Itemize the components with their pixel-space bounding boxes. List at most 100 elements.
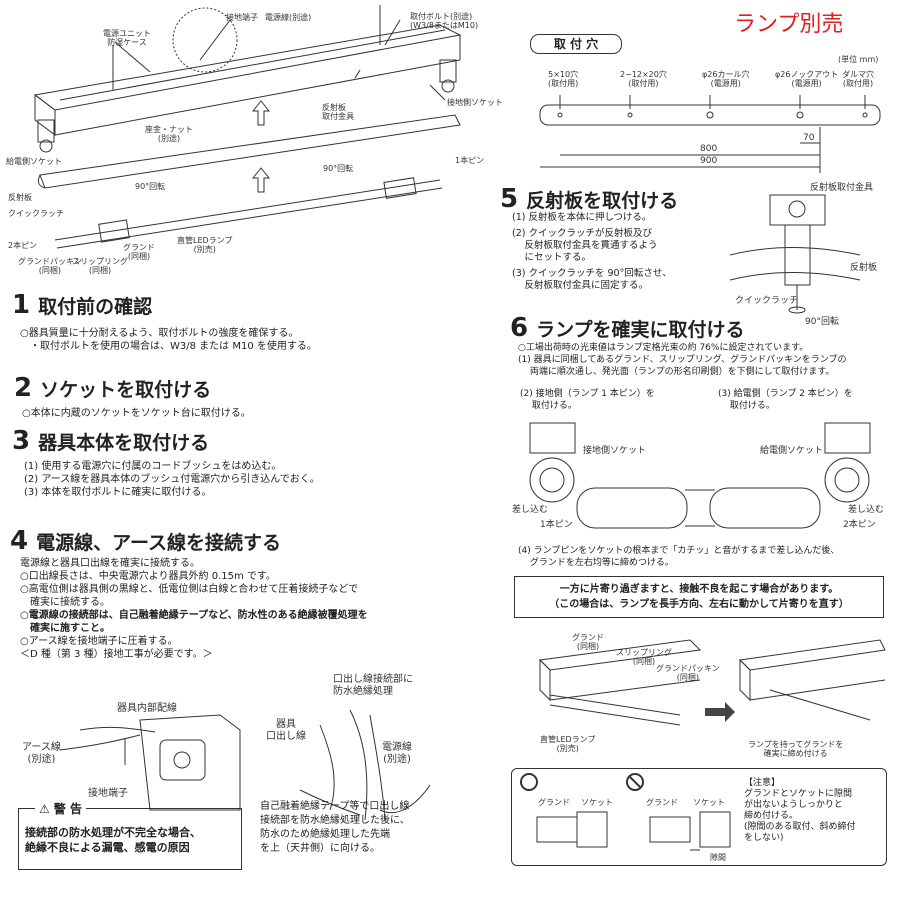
label-quick-latch: クイックラッチ (8, 209, 64, 218)
note-line: 自己融着絶縁テープ等で口出し線 (260, 801, 410, 812)
section-4-note: 自己融着絶縁テープ等で口出し線 接続部を防水絶縁処理した後に、 防水のため絶縁処… (260, 800, 410, 856)
section-1-body: ○器具質量に十分耐えるよう、取付ボルトの強度を確保する。 ・取付ボルトを使用の場… (20, 327, 317, 353)
section-4-body: 電源線と器具口出線を確実に接続する。 ○口出線長さは、中央電源穴より器具外約 0… (20, 557, 368, 661)
label-two-pin: 2本ピン (8, 241, 38, 250)
section-5-title: 反射板を取付ける (526, 190, 679, 212)
section-1-heading: 1 取付前の確認 (12, 290, 152, 320)
hole-label-5: ダルマ穴 (取付用) (842, 70, 874, 88)
section-2-body: ○本体に内蔵のソケットをソケット台に取付ける。 (22, 407, 251, 420)
section-6-step4: (4) ランプピンをソケットの根本まで「カチッ」と音がするまで差し込んだ後、 グ… (518, 545, 839, 569)
gap-label: 隙間 (710, 853, 726, 862)
label-ground-terminal-2: 接地端子 (88, 788, 128, 799)
label-one-pin: 1本ピン (455, 156, 485, 165)
section-6-col-a: (2) 接地側（ランプ 1 本ピン）を 取付ける。 (520, 389, 655, 411)
label-hold-text: ランプを持ってグランドを 確実に締め付ける (748, 740, 844, 758)
note-line: (隙間のある取付、斜め締付 (744, 822, 856, 832)
ok-label-grand: グランド (538, 798, 570, 807)
label-lead-wire: 器具 口出し線 (266, 719, 306, 742)
note-line: 防水のため絶縁処理した先端 (260, 829, 390, 840)
section-3-number: 3 (12, 426, 31, 456)
label-two-pin-2: 2本ピン (843, 520, 876, 530)
label-reflector-bracket-2: 反射板取付金具 (810, 183, 874, 193)
warning-heading: ⚠ 警 告 (35, 800, 86, 817)
dim-900: 900 (700, 156, 718, 166)
caution-line: 一方に片寄り過ぎますと、接触不良を起こす場合があります。 (559, 584, 839, 595)
label-power-wire-2: 電源線 (別途) (382, 742, 412, 765)
section-4-line: ○高電位側は器具側の黒線と、低電位側は白線と合わせて圧着接続子などで (20, 584, 359, 595)
label-grand: グランド (同梱) (123, 243, 155, 261)
dim-70: 70 (803, 133, 815, 143)
label-ground-socket: 接地側ソケット (447, 98, 503, 107)
label-feed-socket-2: 給電側ソケット (760, 446, 824, 456)
label-grand-packing: グランドパッキン (同梱) (18, 257, 82, 275)
label-led-lamp-2: 直管LEDランプ (別売) (540, 735, 596, 753)
section-5-line: (2) クイックラッチが反射板及び (512, 228, 652, 239)
section-4-line: ○電源線の接続部は、自己融着絶縁テープなど、防水性のある絶縁被覆処理を (20, 610, 368, 621)
note-line: をしない) (744, 833, 784, 843)
label-quick-latch-2: クイックラッチ (735, 296, 799, 306)
hole-label-2: 2−12×20穴 (取付用) (620, 70, 667, 88)
note-title: 【注意】 (744, 778, 781, 788)
label-washer-nut: 座金・ナット (別途) (145, 125, 193, 143)
label-mount-bolt: 取付ボルト(別途) (W3/8またはM10) (410, 12, 479, 30)
warning-line: 接続部の防水処理が不完全な場合、 (25, 826, 201, 839)
section-4-number: 4 (10, 526, 29, 556)
section-5-number: 5 (500, 184, 519, 214)
label-reflector-2: 反射板 (850, 263, 878, 273)
hole-label-3: φ26カール穴 (電源用) (702, 70, 750, 88)
section-6-line: 両端に順次通し、発光面（ランプの形名印刷側）を下側にして取付けます。 (518, 367, 835, 377)
ng-label-grand: グランド (646, 798, 678, 807)
section-3-line: (1) 使用する電源穴に付属のコードブッシュをはめ込む。 (24, 461, 282, 472)
note-line: を上（天井側）に向ける。 (260, 843, 380, 854)
section-4-line: ＜D 種（第 3 種）接地工事が必要です。＞ (20, 649, 213, 660)
section-6-line: (1) 器具に同梱してあるグランド、スリップリング、グランドパッキンをランプの (518, 355, 847, 365)
section-4-heading: 4 電源線、アース線を接続する (10, 526, 281, 556)
section-5-line: (1) 反射板を本体に押しつける。 (512, 212, 652, 223)
label-grand-2: グランド (同梱) (572, 633, 604, 651)
section-1-number: 1 (12, 290, 31, 320)
label-grand-packing-2: グランドパッキン (同梱) (656, 664, 720, 682)
section-5-line: 反射板取付金具に固定する。 (512, 280, 649, 291)
section-6-col-b: (3) 給電側（ランプ 2 本ピン）を 取付ける。 (718, 389, 853, 411)
lamp-sold-separately: ランプ別売 (734, 12, 844, 37)
section-6-heading: 6 ランプを確実に取付ける (510, 313, 745, 343)
ng-label-socket: ソケット (693, 798, 725, 807)
label-ground-socket-2: 接地側ソケット (583, 446, 647, 456)
label-reflector: 反射板 (8, 193, 32, 202)
label-one-pin-2: 1本ピン (540, 520, 573, 530)
section-2-heading: 2 ソケットを取付ける (14, 373, 211, 403)
label-ground-terminal: 接地端子 (226, 13, 258, 22)
label-led-lamp: 直管LEDランプ (別売) (177, 236, 233, 254)
label-slip-ring: スリップリング (同梱) (72, 257, 128, 275)
note-text: 【注意】 グランドとソケットに隙間 が出ないようしっかりと 締め付ける。 (隙間… (744, 778, 856, 844)
note-line: 接続部を防水絶縁処理した後に、 (260, 815, 410, 826)
label-waterproof: 口出し線接続部に 防水絶縁処理 (333, 674, 413, 697)
label-inner-wiring: 器具内部配線 (117, 703, 177, 714)
label-reflector-bracket: 反射板 取付金具 (322, 103, 354, 121)
section-1-line: ○器具質量に十分耐えるよう、取付ボルトの強度を確保する。 (20, 328, 299, 339)
label-earth-wire: アース線 (別途) (22, 742, 61, 765)
warning-line: 絶縁不良による漏電、感電の原因 (25, 841, 190, 854)
section-3-heading: 3 器具本体を取付ける (12, 426, 209, 456)
section-4-title: 電源線、アース線を接続する (36, 532, 282, 554)
section-1-title: 取付前の確認 (38, 296, 153, 318)
section-5-heading: 5 反射板を取付ける (500, 184, 678, 214)
note-line: グランドとソケットに隙間 (744, 789, 853, 799)
holes-title: 取 付 穴 (530, 34, 622, 54)
section-4-line: ○アース線を接地端子に圧着する。 (20, 636, 178, 647)
label-unit-case: 電源ユニット 防湿ケース (103, 29, 151, 47)
section-2-line: ○本体に内蔵のソケットをソケット台に取付ける。 (22, 408, 251, 419)
section-6-number: 6 (510, 313, 529, 343)
section-2-number: 2 (14, 373, 33, 403)
section-4-line: ○口出線長さは、中央電源穴より器具外約 0.15m です。 (20, 571, 276, 582)
section-5-line: 反射板取付金具を貫通するよう (512, 240, 658, 251)
caution-line: （この場合は、ランプを長手方向、左右に動かして片寄りを直す） (549, 599, 849, 610)
section-4-line: 電源線と器具口出線を確実に接続する。 (20, 558, 200, 569)
section-5-line: にセットする。 (512, 252, 592, 263)
note-line: が出ないようしっかりと (744, 800, 843, 810)
section-5-line: (3) クイックラッチを 90°回転させ、 (512, 268, 672, 279)
label-rotate-90-b: 90°回転 (323, 164, 354, 173)
ok-label-socket: ソケット (581, 798, 613, 807)
warning-box: ⚠ 警 告 接続部の防水処理が不完全な場合、 絶縁不良による漏電、感電の原因 (18, 800, 242, 870)
section-5-body: (1) 反射板を本体に押しつける。 (2) クイックラッチが反射板及び 反射板取… (512, 212, 672, 292)
